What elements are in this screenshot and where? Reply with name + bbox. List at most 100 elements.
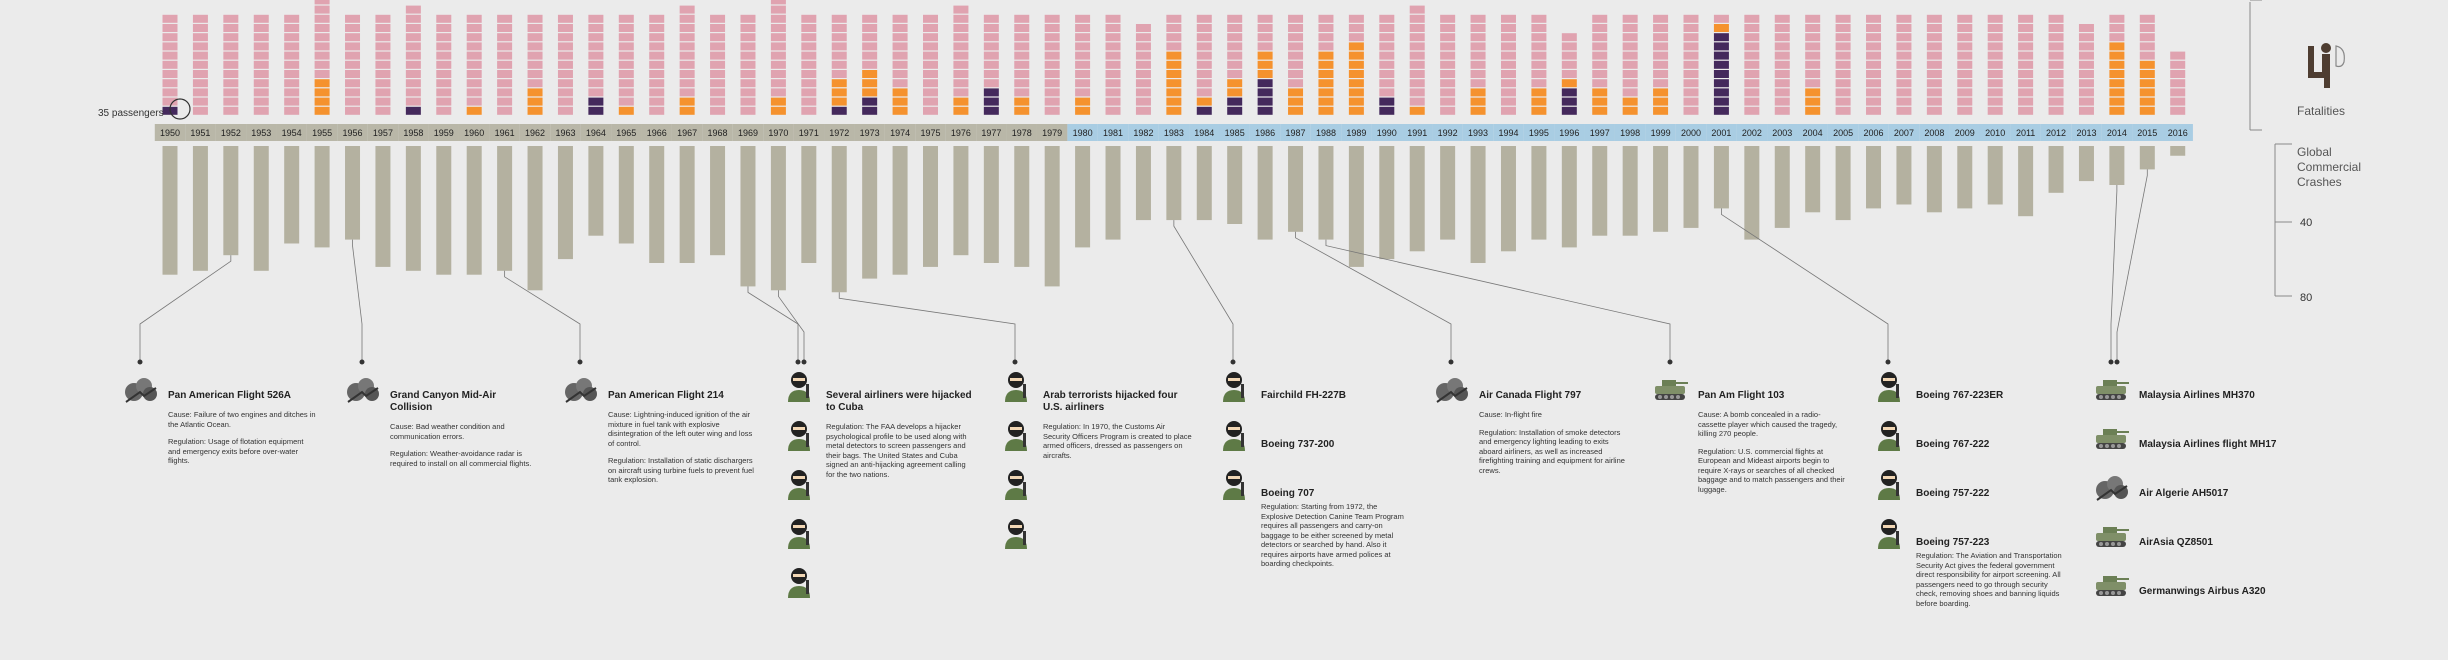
fatality-unit: [1227, 88, 1243, 97]
fatality-unit: [2078, 79, 2094, 88]
fatality-unit: [1409, 60, 1425, 69]
fatality-unit: [2048, 24, 2064, 32]
fatality-unit: [1987, 42, 2003, 51]
fatality-unit: [649, 60, 665, 69]
year-cell: [976, 124, 1007, 141]
story-aircraft: Malaysia Airlines flight MH17: [2139, 439, 2277, 450]
fatality-unit: [405, 70, 421, 78]
year-cell: [1706, 124, 1737, 141]
fatality-unit: [2048, 88, 2064, 97]
fatality-unit: [284, 79, 300, 88]
fatality-unit: [649, 97, 665, 106]
fatality-unit: [1531, 51, 1547, 60]
fatality-unit: [740, 79, 756, 88]
fatality-unit: [923, 42, 938, 51]
fatality-unit: [405, 88, 421, 97]
fatality-unit: [1805, 70, 1821, 78]
story-aircraft: Boeing 767-222: [1916, 439, 1990, 450]
crash-bar: [375, 146, 391, 267]
year-cell: [519, 124, 551, 141]
fatality-unit: [1926, 42, 1942, 51]
fatality-unit: [1561, 70, 1577, 78]
fatality-unit: [527, 24, 543, 32]
crash-bar: [1409, 146, 1425, 252]
fatality-unit: [223, 97, 239, 106]
fatality-unit: [679, 42, 695, 51]
story-cause: Cause: Bad weather condition and communi…: [390, 422, 505, 441]
year-label: 1991: [1407, 128, 1427, 138]
fatality-unit: [192, 88, 208, 97]
fatality-unit: [710, 60, 726, 69]
fatality-unit: [1105, 42, 1121, 51]
fatality-unit: [1470, 24, 1486, 32]
fatality-unit: [345, 51, 361, 60]
fatality-unit: [892, 14, 908, 23]
fatality-unit: [892, 97, 908, 106]
fatality-unit: [1379, 60, 1395, 69]
story-title: Grand Canyon Mid-Air Collision: [390, 390, 497, 413]
fatality-unit: [679, 14, 695, 23]
fatality-unit: [1348, 106, 1364, 115]
crash-bar: [2109, 146, 2125, 185]
fatality-unit: [314, 70, 330, 78]
fatality-unit: [2109, 33, 2125, 42]
fatality-unit: [192, 79, 208, 88]
story-title: Air Canada Flight 797: [1479, 390, 1582, 401]
fatality-unit: [953, 51, 969, 60]
year-label: 2004: [1803, 128, 1823, 138]
leader-lines: [137, 169, 2148, 365]
fatality-unit: [1135, 97, 1151, 106]
fatality-unit: [1348, 60, 1364, 69]
fatality-unit: [953, 70, 969, 78]
fatality-unit: [497, 42, 513, 51]
fatality-unit: [1166, 88, 1182, 97]
year-cell: [489, 124, 520, 141]
fatality-unit: [2048, 42, 2064, 51]
fatality-unit: [1957, 14, 1973, 23]
year-cell: [884, 124, 916, 141]
fatality-unit: [1135, 51, 1151, 60]
fatality-unit: [740, 42, 756, 51]
fatality-unit: [892, 70, 908, 78]
fatality-unit: [983, 33, 999, 42]
fatality-unit: [466, 24, 482, 32]
fatality-unit: [1531, 24, 1547, 32]
fatality-unit: [1531, 79, 1547, 88]
crash-bar: [405, 146, 421, 271]
fatality-unit: [314, 5, 330, 14]
year-label: 1988: [1316, 128, 1336, 138]
fatality-unit: [1135, 70, 1151, 78]
fatality-unit: [1653, 33, 1669, 42]
fatality-unit: [1531, 33, 1547, 42]
fatality-unit: [1592, 88, 1608, 97]
fatality-unit: [1044, 42, 1060, 51]
fatality-unit: [1926, 33, 1942, 42]
fatality-unit: [679, 24, 695, 32]
fatality-unit: [953, 79, 969, 88]
crash-bar: [1926, 146, 1942, 213]
fatality-unit: [770, 24, 786, 32]
fatality-unit: [466, 79, 482, 88]
fatality-unit: [436, 24, 452, 32]
leader-dot: [359, 359, 365, 365]
fatality-unit: [831, 60, 847, 69]
fatality-unit: [1561, 88, 1577, 97]
fatality-unit: [1166, 79, 1182, 88]
fatality-unit: [1257, 97, 1273, 106]
fatality-unit: [2078, 51, 2094, 60]
fatality-unit: [1987, 79, 2003, 88]
year-cell: [793, 124, 825, 141]
crash-bar: [2139, 146, 2155, 170]
fatality-unit: [740, 60, 756, 69]
fatality-unit: [1896, 70, 1912, 78]
fatality-unit: [162, 42, 178, 51]
year-label: 1971: [799, 128, 819, 138]
leader-line: [747, 286, 799, 362]
fatality-unit: [1318, 79, 1334, 88]
year-cell: [1888, 124, 1920, 141]
year-label: 1953: [251, 128, 271, 138]
fatality-unit: [1774, 24, 1790, 32]
fatality-unit: [1713, 51, 1729, 60]
fatality-unit: [1896, 14, 1912, 23]
fire-icon: [122, 368, 160, 406]
